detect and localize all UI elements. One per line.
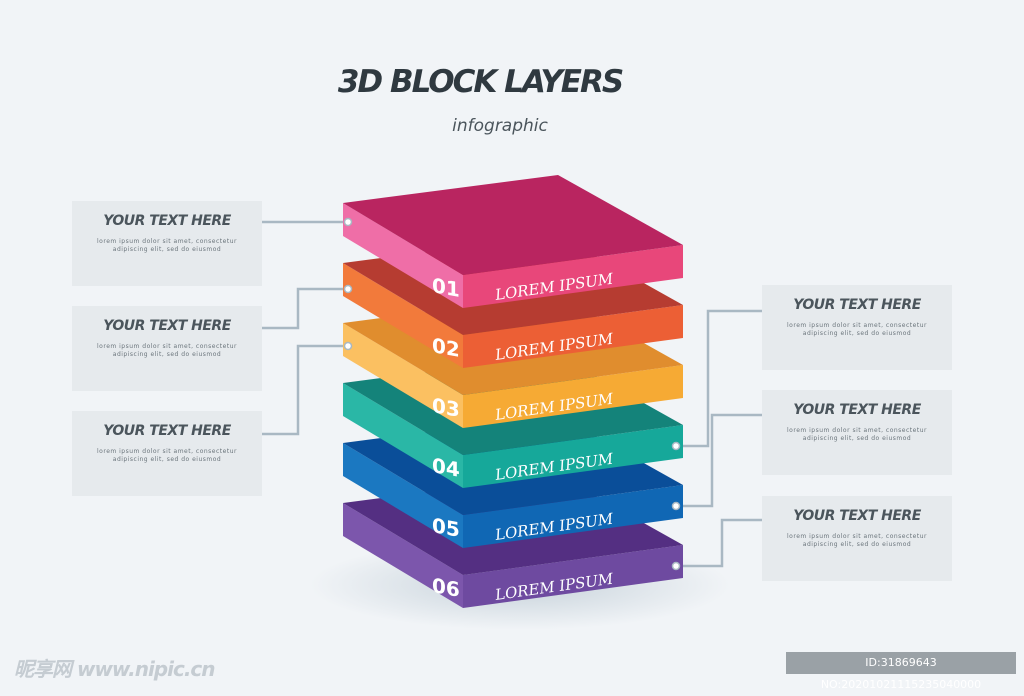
connector-lines [262,220,762,568]
card-heading: YOUR TEXT HERE [793,508,921,524]
text-card-4: YOUR TEXT HERE lorem ipsum dolor sit ame… [762,285,952,370]
layer-top-face [343,175,683,275]
watermark-id: ID:31869643 NO:20201021115235040000 [786,652,1016,691]
card-body: lorem ipsum dolor sit amet, consectetur … [787,322,927,337]
connector-dot-5 [671,501,681,511]
card-heading: YOUR TEXT HERE [103,213,231,229]
layer-number: 04 [432,453,460,482]
connector-line-3 [262,344,348,436]
connector-dot-1 [343,217,353,227]
layer-front-face [463,485,683,548]
layer-front-face [463,305,683,368]
layer-left-face [343,263,463,368]
text-card-3: YOUR TEXT HERE lorem ipsum dolor sit ame… [72,411,262,496]
page-subtitle: infographic [452,116,548,136]
card-body: lorem ipsum dolor sit amet, consectetur … [97,448,237,463]
connector-line-6 [676,518,762,568]
connector-line-5 [676,413,762,508]
card-heading: YOUR TEXT HERE [793,402,921,418]
connector-dot-3 [343,341,353,351]
layer-left-face [343,323,463,428]
text-card-6: YOUR TEXT HERE lorem ipsum dolor sit ame… [762,496,952,581]
card-body: lorem ipsum dolor sit amet, consectetur … [787,533,927,548]
layer-number: 03 [432,393,460,422]
layer-number: 05 [432,513,460,542]
card-heading: YOUR TEXT HERE [793,297,921,313]
layer-front-face [463,425,683,488]
card-heading: YOUR TEXT HERE [103,423,231,439]
layer-left-face [343,383,463,488]
watermark-logo: 昵享网 www.nipic.cn [14,657,216,681]
layer-left-face [343,503,463,608]
text-card-1: YOUR TEXT HERE lorem ipsum dolor sit ame… [72,201,262,286]
connector-dot-2 [343,284,353,294]
page-title: 3D BLOCK LAYERS [337,64,624,100]
card-heading: YOUR TEXT HERE [103,318,231,334]
layer-front-face [463,545,683,608]
connector-dot-6 [671,561,681,571]
layer-number: 01 [432,273,460,302]
card-body: lorem ipsum dolor sit amet, consectetur … [787,427,927,442]
connector-dot-4 [671,441,681,451]
layer-number: 06 [432,573,460,602]
layer-left-face [343,443,463,548]
layer-number: 02 [432,333,460,362]
connector-line-4 [676,309,762,448]
layer-left-face [343,203,463,308]
text-card-5: YOUR TEXT HERE lorem ipsum dolor sit ame… [762,390,952,475]
card-body: lorem ipsum dolor sit amet, consectetur … [97,238,237,253]
layer-front-face [463,365,683,428]
connector-line-2 [262,287,348,330]
text-card-2: YOUR TEXT HERE lorem ipsum dolor sit ame… [72,306,262,391]
card-body: lorem ipsum dolor sit amet, consectetur … [97,343,237,358]
layer-front-face [463,245,683,308]
